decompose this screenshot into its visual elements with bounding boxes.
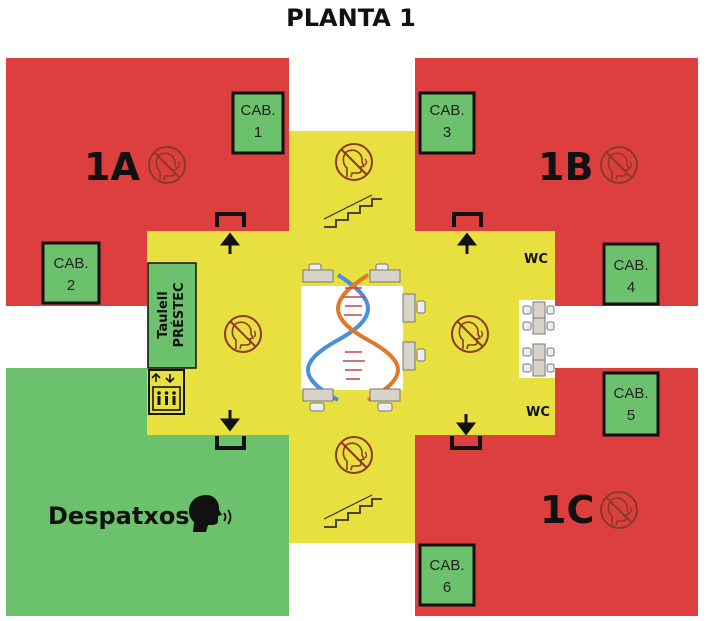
counter-label-line1: Taulell: [156, 291, 171, 338]
cabin-1[interactable]: CAB. 1: [231, 91, 285, 155]
cabin-number: 3: [443, 124, 451, 141]
zone-1c-label: 1C: [540, 488, 594, 532]
elevator-icon[interactable]: [148, 369, 185, 415]
side-desks: [522, 301, 555, 377]
cabin-number: 6: [443, 579, 451, 596]
cabin-2[interactable]: CAB. 2: [41, 241, 101, 305]
wc-top-label: WC: [524, 252, 548, 267]
cabin-label: CAB.: [53, 255, 88, 272]
cabin-number: 1: [254, 124, 262, 141]
wc-bottom-label: WC: [526, 405, 550, 420]
speaking-person-icon: [188, 494, 232, 532]
counter-label-line2: PRÉSTEC: [171, 282, 187, 347]
cabin-label: CAB.: [613, 257, 648, 274]
zone-1a-label: 1A: [84, 145, 140, 189]
cabin-label: CAB.: [613, 385, 648, 402]
cabin-6[interactable]: CAB. 6: [418, 543, 476, 607]
floor-title: PLANTA 1: [286, 4, 416, 32]
dna-icon: [306, 273, 400, 402]
chair-icon: [309, 402, 325, 412]
desk-icon: [369, 388, 401, 402]
entry-arrow-icon: [215, 410, 246, 450]
desk-icon: [302, 388, 334, 402]
reading-area: [301, 286, 403, 390]
cabin-3[interactable]: CAB. 3: [418, 91, 476, 155]
cabin-4[interactable]: CAB. 4: [602, 242, 660, 306]
cabin-number: 4: [627, 279, 635, 296]
desk-icon: [369, 269, 401, 283]
entry-arrow-icon: [215, 212, 246, 254]
entry-arrow-icon: [452, 212, 483, 254]
cabin-number: 2: [67, 277, 75, 294]
cabin-label: CAB.: [429, 102, 464, 119]
entry-arrow-icon: [450, 414, 482, 450]
chair-icon: [377, 402, 393, 412]
cabin-label: CAB.: [429, 557, 464, 574]
cabin-5[interactable]: CAB. 5: [602, 371, 660, 437]
cabin-label: CAB.: [240, 102, 275, 119]
offices-label: Despatxos: [48, 502, 190, 530]
zone-1b-label: 1B: [538, 145, 593, 189]
cabin-number: 5: [627, 407, 635, 424]
desk-icon: [302, 269, 334, 283]
loan-counter[interactable]: Taulell PRÉSTEC: [147, 262, 197, 369]
